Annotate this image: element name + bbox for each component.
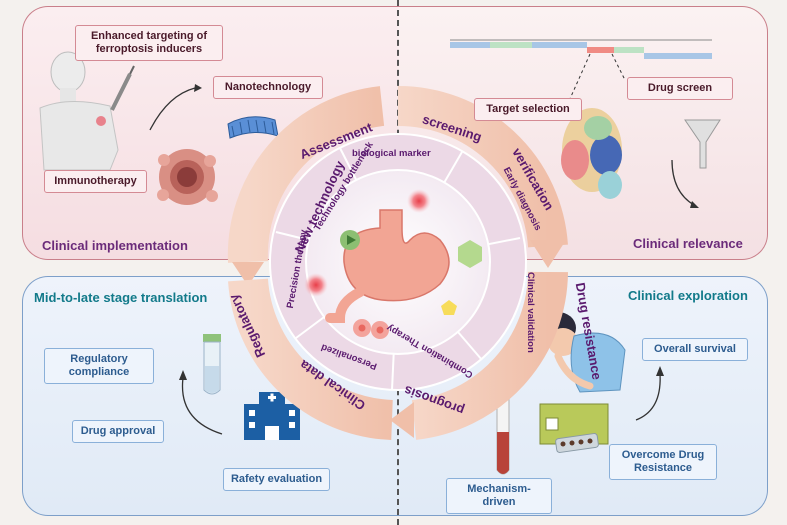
tag-nanotechnology: Nanotechnology: [213, 76, 323, 99]
dividing-cell-icon: [353, 319, 389, 339]
title-clinical-exploration: Clinical exploration: [628, 288, 748, 303]
syringe-icon: [110, 65, 135, 111]
stomach-icon: [325, 209, 450, 323]
arrow-to-survival: [635, 373, 661, 421]
tag-enhanced-targeting: Enhanced targeting of ferroptosis induce…: [75, 25, 223, 61]
hospital-icon: [244, 392, 300, 440]
hexagon-cell-icon: [458, 240, 482, 268]
pentagon-cell-icon: [441, 300, 457, 315]
tag-safety-evaluation: Rafety evaluation: [223, 468, 330, 491]
sequence-bar-icon: [450, 39, 712, 59]
pill-box-icon: [539, 403, 609, 453]
outer-arrow-ring: [227, 85, 568, 440]
tag-immunotherapy: Immunotherapy: [44, 170, 147, 193]
arrow-to-nanotech: [149, 87, 196, 131]
blood-tube-icon: [496, 397, 510, 475]
tag-mechanism-driven: Mechanism-driven: [446, 478, 552, 514]
title-clinical-relevance: Clinical relevance: [633, 236, 743, 251]
nanotube-icon: [227, 116, 279, 139]
funnel-icon: [684, 119, 721, 169]
inner-label-clinical-validation: Clinical validation: [525, 272, 536, 353]
tag-overall-survival: Overall survival: [642, 338, 748, 361]
tag-drug-screen: Drug screen: [627, 77, 733, 100]
title-translation: Mid-to-late stage translation: [34, 290, 208, 305]
tag-drug-approval: Drug approval: [72, 420, 164, 443]
cell-glow-icon: [407, 189, 431, 213]
tag-overcome-drug-resistance: Overcome Drug Resistance: [609, 444, 717, 480]
test-tube-icon: [203, 334, 221, 395]
inner-label-biological-marker: biological marker: [352, 148, 431, 159]
tag-target-selection: Target selection: [474, 98, 582, 121]
arrow-funnel-down: [671, 159, 695, 206]
title-clinical-implementation: Clinical implementation: [42, 238, 188, 253]
cell-glow-icon-2: [304, 273, 328, 297]
tag-regulatory-compliance: Regulatory compliance: [44, 348, 154, 384]
tumor-cell-icon: [157, 149, 218, 205]
protein-structure-icon: [561, 108, 622, 199]
human-figure-icon: [39, 51, 119, 171]
arrow-to-regulatory: [181, 377, 223, 435]
